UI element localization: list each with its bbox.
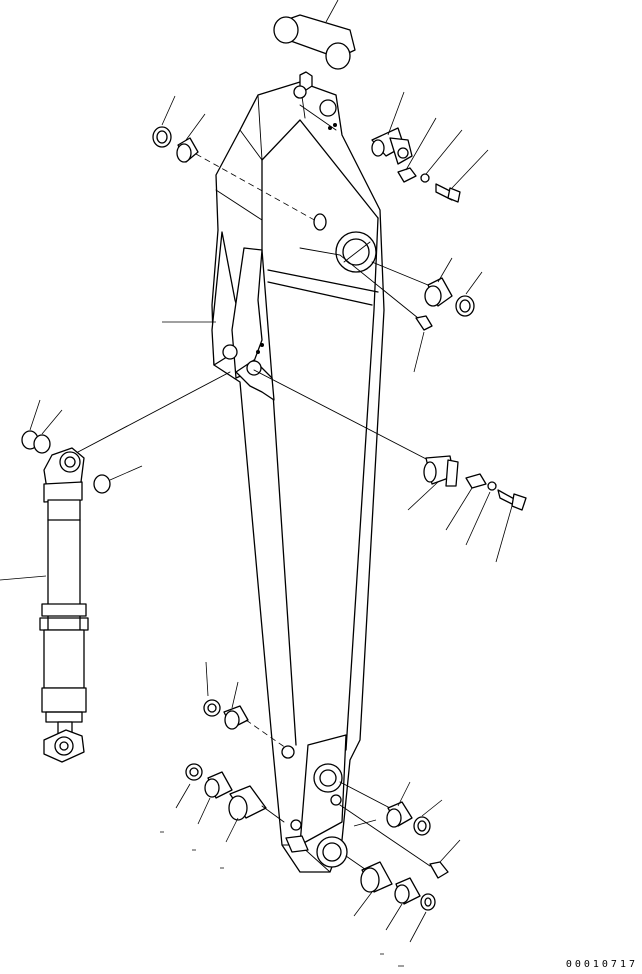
head-pin-assembly: [253, 369, 527, 563]
top-shims: [273, 0, 356, 70]
lower-right-bushings: [339, 781, 461, 943]
drawing-number: 00010717: [565, 959, 638, 970]
tick-marks: [160, 831, 404, 967]
top-left-seal-bushing: [152, 95, 319, 223]
foot-pin-assembly: [371, 91, 489, 203]
lower-left-bushings: [175, 661, 287, 843]
boom-body: [211, 71, 385, 873]
boom-cylinder: [0, 371, 231, 763]
mid-boss-bushing-seal: [299, 247, 483, 373]
